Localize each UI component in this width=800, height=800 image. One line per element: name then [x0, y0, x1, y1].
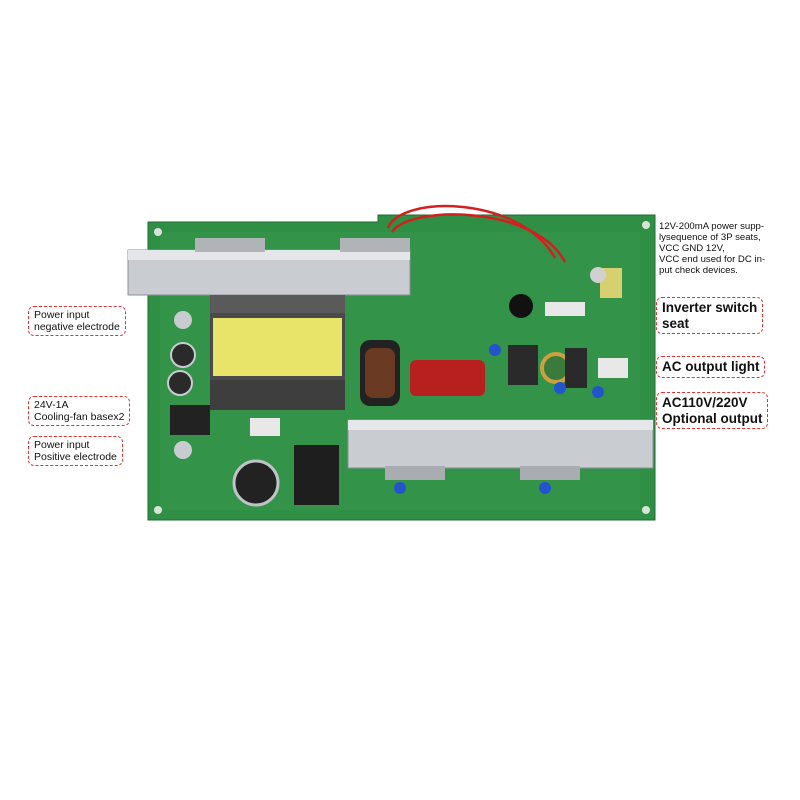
callout-text: AC output light	[662, 359, 760, 374]
callout-text: Positive electrode	[34, 451, 117, 464]
red-wires	[386, 204, 567, 263]
callout-text: Cooling-fan basex2	[34, 411, 125, 424]
callout-ac-output-light: AC output light	[656, 356, 766, 378]
callout-ac-output-voltage: AC110V/220V Optional output	[656, 392, 769, 430]
callout-text: put check devices.	[659, 265, 738, 277]
callout-text: Inverter switch	[662, 300, 758, 315]
callout-text: Optional output	[662, 410, 763, 426]
callout-power-supply-seat: 12V-200mA power supp- lysequence of 3P s…	[656, 220, 769, 278]
components	[167, 267, 628, 507]
callout-text: negative electrode	[34, 321, 120, 334]
callout-text: seat	[662, 315, 690, 331]
callout-positive-electrode: Power input Positive electrode	[28, 436, 123, 467]
callout-negative-electrode: Power input negative electrode	[28, 306, 126, 337]
callout-cooling-fan-base: 24V-1A Cooling-fan basex2	[28, 396, 131, 427]
callout-text: 24V-1A	[34, 399, 69, 411]
callout-text: 12V-200mA power supp-	[659, 221, 765, 232]
callout-inverter-switch: Inverter switch seat	[656, 297, 764, 335]
callout-text: Power input	[34, 439, 90, 451]
callout-text: Power input	[34, 309, 90, 321]
callout-text: AC110V/220V	[662, 395, 748, 410]
callout-text: VCC GND 12V,	[659, 243, 725, 255]
callout-text: VCC end used for DC in-	[659, 254, 766, 266]
transformer	[210, 295, 345, 410]
callout-text: lysequence of 3P seats,	[659, 232, 761, 244]
heatsink-bottom	[347, 419, 654, 480]
